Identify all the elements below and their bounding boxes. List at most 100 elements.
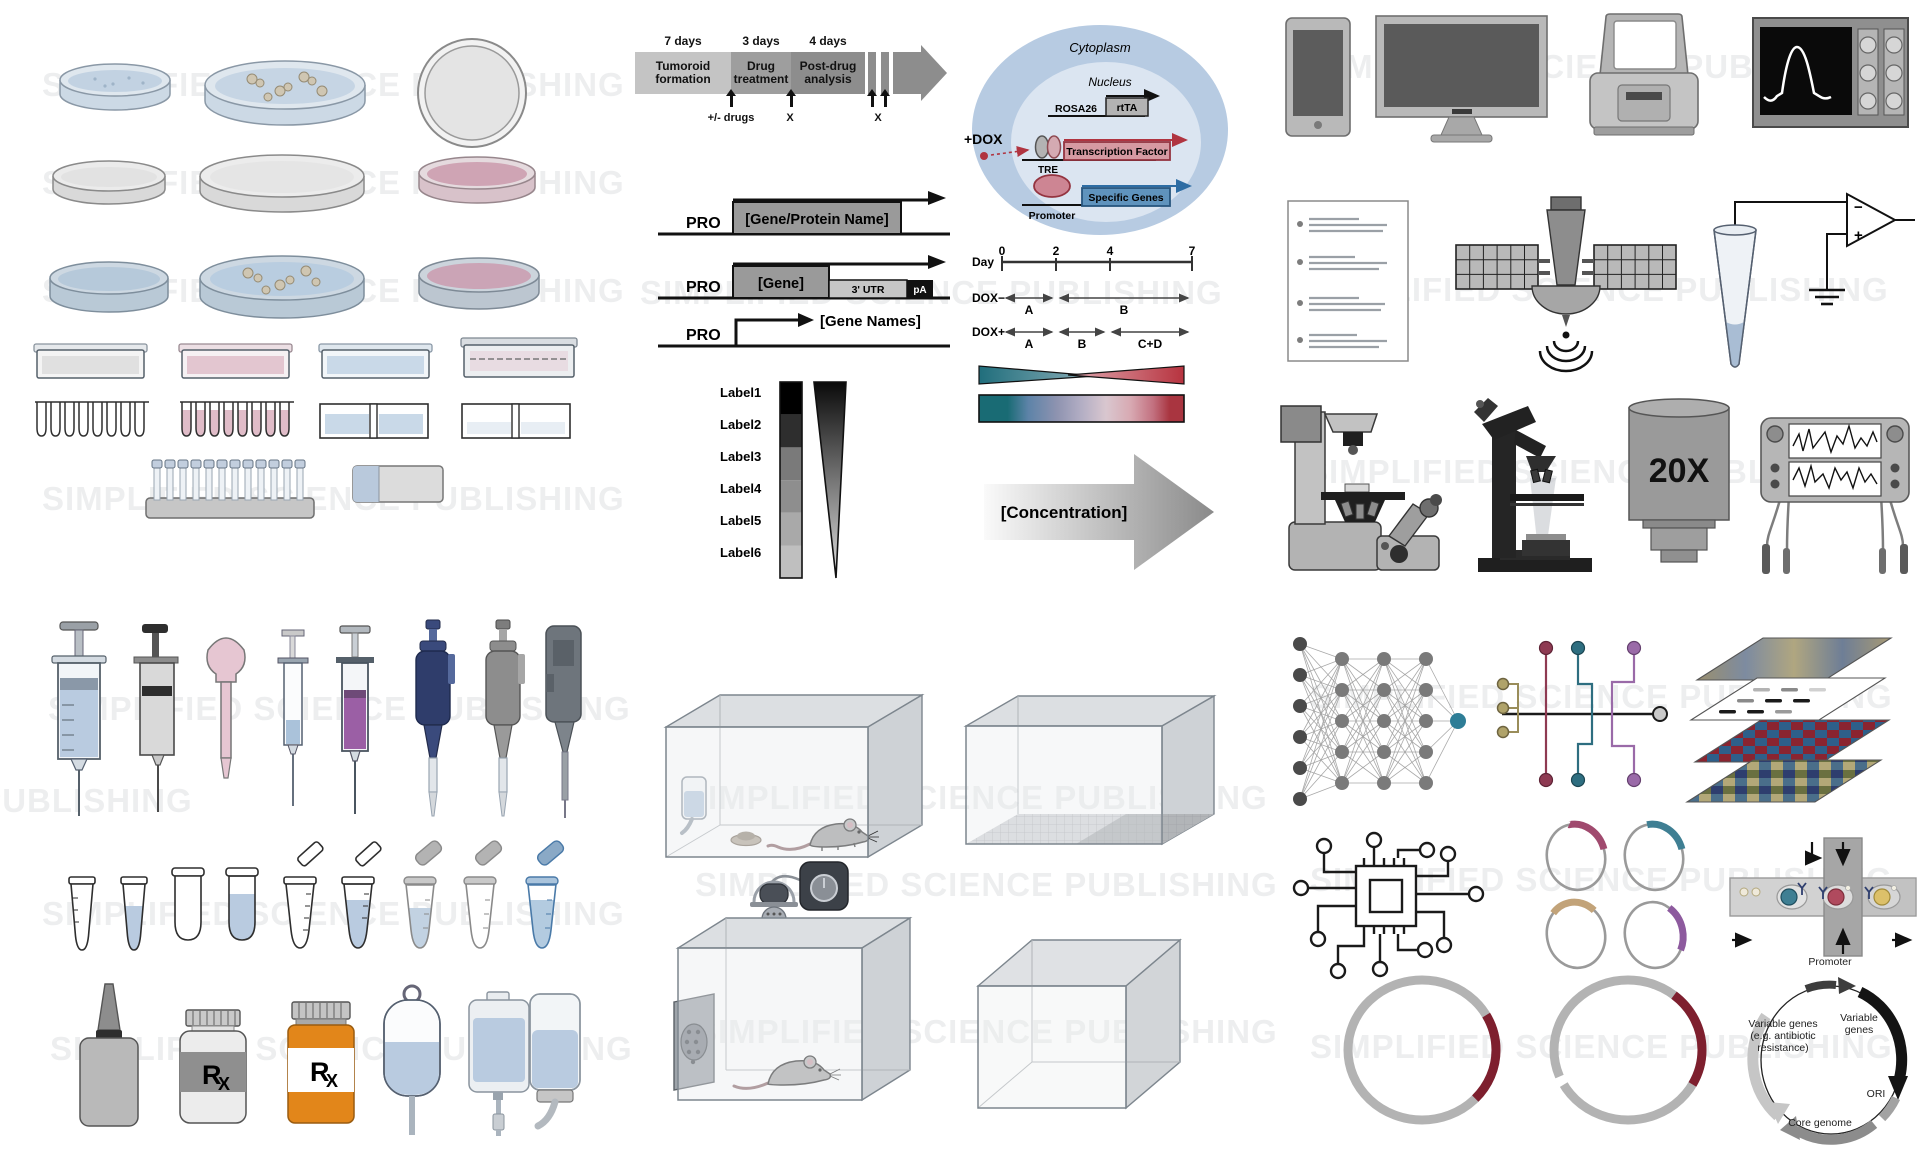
plasmid-tan bbox=[1543, 898, 1609, 972]
dox-plus-label: DOX+ bbox=[972, 325, 1005, 339]
gene-names-label: [Gene Names] bbox=[820, 313, 921, 330]
pa-label: pA bbox=[913, 285, 926, 296]
home-button-icon bbox=[1314, 121, 1322, 129]
waveform-trace bbox=[1792, 463, 1878, 491]
neural-network-diagram bbox=[1293, 637, 1466, 806]
stack-layer-blurred bbox=[1695, 637, 1893, 681]
x-annotation: X bbox=[874, 112, 882, 124]
reservoir-tray-blue bbox=[318, 343, 433, 379]
rosa26-label: ROSA26 bbox=[1055, 103, 1097, 115]
rx-symbol: R bbox=[202, 1060, 222, 1090]
promoter-arrowhead bbox=[1838, 977, 1856, 994]
channel-purple bbox=[1610, 640, 1642, 788]
microarray-layer-stack bbox=[1685, 637, 1893, 803]
tick-label: 7 bbox=[1189, 244, 1196, 258]
cell-droplet-teal bbox=[1776, 882, 1808, 910]
drugs-annotation: +/- drugs bbox=[707, 112, 755, 124]
tick-label: 0 bbox=[999, 244, 1006, 258]
variable-genes-left-arrowhead bbox=[1768, 1102, 1790, 1124]
dox-schedule: Day 0 2 4 7 DOX− A B DOX+ A B C+D bbox=[972, 244, 1196, 351]
segment-label: B bbox=[1120, 303, 1129, 317]
two-well-chamber-empty bbox=[461, 403, 571, 439]
grayscale-legend: Label1 Label2 Label3 Label4 Label5 Label… bbox=[720, 381, 847, 579]
two-well-chamber-blue bbox=[319, 403, 429, 439]
mouse-cage-home bbox=[663, 693, 925, 859]
segment-label: A bbox=[1025, 303, 1034, 317]
reservoir-tray-pink bbox=[178, 343, 293, 379]
iv-bag-square bbox=[468, 991, 530, 1136]
cell-droplet-maroon bbox=[1818, 884, 1854, 910]
objective-magnification-label: 20X bbox=[1649, 452, 1710, 490]
syringe-dark-plunger bbox=[133, 624, 179, 812]
thermal-cycler-device bbox=[1589, 13, 1699, 136]
petri-dish-cells bbox=[59, 63, 171, 111]
op-amp-plus: + bbox=[1854, 227, 1863, 244]
plasmid-map-variable-genes-left-label: Variable genes (e.g. antibiotic resistan… bbox=[1748, 1018, 1818, 1055]
phase-duration: 7 days bbox=[664, 34, 702, 48]
round-tube-filled bbox=[225, 867, 259, 941]
tre-label: TRE bbox=[1038, 165, 1058, 176]
channel-maroon bbox=[1538, 640, 1554, 788]
pill-bottle-gray: R X bbox=[179, 1009, 247, 1124]
snapcap-tube-gray-filled bbox=[403, 840, 443, 949]
small-syringe bbox=[277, 629, 309, 806]
specific-genes-label: Specific Genes bbox=[1088, 192, 1163, 204]
petri-dish-organoids bbox=[204, 60, 366, 126]
core-genome-arc bbox=[1793, 1120, 1878, 1145]
timeline-arrowhead bbox=[921, 45, 947, 101]
core-genome-arrowhead bbox=[1780, 1116, 1800, 1140]
segment-label: B bbox=[1078, 337, 1087, 351]
syringe-pipette-row bbox=[51, 619, 582, 818]
empty-cube-chamber bbox=[976, 938, 1182, 1110]
dropper-bottle bbox=[79, 983, 139, 1127]
iv-bag-round bbox=[383, 984, 441, 1135]
plasmid-map-core-genome-label: Core genome bbox=[1788, 1117, 1852, 1129]
waveform-trace bbox=[1792, 423, 1878, 455]
up-arrow-icon bbox=[867, 89, 877, 107]
microcentrifuge-tube-open-filled bbox=[341, 841, 382, 949]
mouse-cage-empty bbox=[963, 694, 1217, 846]
microtube-row bbox=[68, 840, 565, 951]
snapcap-tube-gray-empty bbox=[463, 840, 503, 949]
stack-layer-bands bbox=[1689, 677, 1887, 721]
phase-drug-treatment: Drug treatment bbox=[731, 52, 791, 94]
petri-dish-pink-blue-rim bbox=[418, 257, 540, 310]
conical-tube-filled bbox=[120, 876, 148, 951]
monitor-device bbox=[1375, 15, 1548, 143]
rx-symbol: R bbox=[310, 1057, 330, 1087]
electronic-pipette bbox=[545, 625, 582, 818]
segment-label: C+D bbox=[1138, 337, 1163, 351]
dox-label: +DOX bbox=[964, 131, 1003, 147]
light-sheet-microscope bbox=[1474, 398, 1592, 572]
promoter-label: Promoter bbox=[1029, 210, 1076, 222]
legend-label: Label5 bbox=[720, 513, 761, 528]
transcription-factor-label: Transcription Factor bbox=[1066, 146, 1168, 158]
behavior-chamber bbox=[673, 861, 913, 1102]
plasmid-map-ori-label: ORI bbox=[1866, 1088, 1886, 1100]
variable-genes-left-arc bbox=[1747, 1012, 1782, 1121]
x-annotation: X bbox=[786, 112, 794, 124]
gene-construct-1: PRO [Gene/Protein Name] bbox=[658, 191, 950, 236]
legend-label: Label3 bbox=[720, 449, 761, 464]
concentration-label: [Concentration] bbox=[1001, 503, 1128, 522]
petri-dish-pink-media bbox=[418, 156, 536, 204]
dox-cell-diagram: Cytoplasm Nucleus ROSA26 rtTA TRE Transc… bbox=[964, 25, 1228, 235]
nucleus-label: Nucleus bbox=[1088, 75, 1131, 89]
circuit-chip-diagram bbox=[1292, 831, 1485, 980]
pill-bottle-orange: R X bbox=[287, 1001, 355, 1124]
legend-label: Label1 bbox=[720, 385, 761, 400]
pro-label: PRO bbox=[686, 279, 721, 296]
arrow-head-icon bbox=[928, 255, 946, 269]
watermark: SIMPLIFIED SCIENCE PUBLISHING bbox=[42, 480, 625, 517]
gradient-wedge bbox=[813, 381, 847, 579]
glass-syringe-blue bbox=[51, 621, 107, 816]
day-label: Day bbox=[972, 255, 994, 269]
plasmid-map-variable-genes-label: Variable genes bbox=[1840, 1012, 1878, 1037]
slide-cassette bbox=[352, 465, 444, 503]
microfluidic-channel-diagram bbox=[1496, 640, 1668, 788]
op-amp-icon bbox=[1846, 192, 1898, 248]
rtta-label: rtTA bbox=[1117, 102, 1138, 114]
plasmid-map bbox=[1747, 977, 1908, 1145]
cytoplasm-label: Cytoplasm bbox=[1069, 40, 1131, 55]
